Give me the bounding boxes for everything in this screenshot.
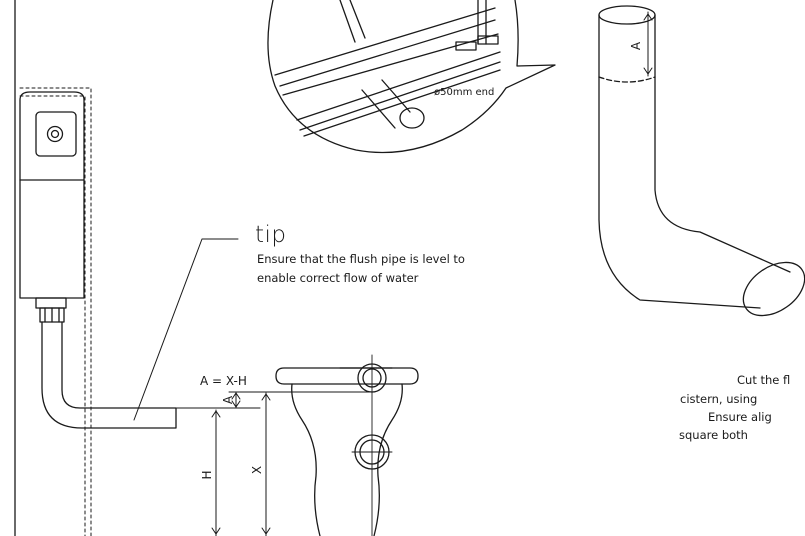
- outlet-nut: [35, 297, 67, 323]
- tip-leader-line: [133, 238, 239, 421]
- toilet-pan: [275, 363, 419, 536]
- formula-label: A = X-H: [200, 374, 247, 388]
- cut-note-line-2: cistern, using: [680, 392, 758, 406]
- cut-note-line-3: Ensure alig: [708, 410, 772, 424]
- dim-a-label: A: [221, 395, 235, 404]
- cut-note-line-1: Cut the fl: [737, 373, 791, 387]
- flush-pipe-angled: [598, 5, 805, 317]
- tip-text-line-2: enable correct flow of water: [257, 271, 419, 285]
- flush-pipe-side-view: [41, 321, 177, 429]
- tip-title: tip: [255, 222, 287, 248]
- cistern: [19, 91, 85, 299]
- detail-callout: [267, 0, 556, 154]
- dimension-h: [211, 409, 221, 536]
- dimension-a: [228, 391, 373, 409]
- dim-x-label: X: [250, 466, 264, 474]
- pan-centrelines: [351, 354, 393, 536]
- dim-h-label: H: [200, 470, 214, 479]
- dimension-x: [261, 392, 271, 536]
- tip-text-line-1: Ensure that the flush pipe is level to: [257, 252, 465, 266]
- duct-outline: [19, 87, 92, 536]
- cut-note-line-4: square both: [679, 428, 748, 442]
- end-diameter-label: ø50mm end: [434, 87, 494, 98]
- dim-a-right-label: A: [629, 41, 643, 50]
- dimension-a-right: [643, 11, 653, 77]
